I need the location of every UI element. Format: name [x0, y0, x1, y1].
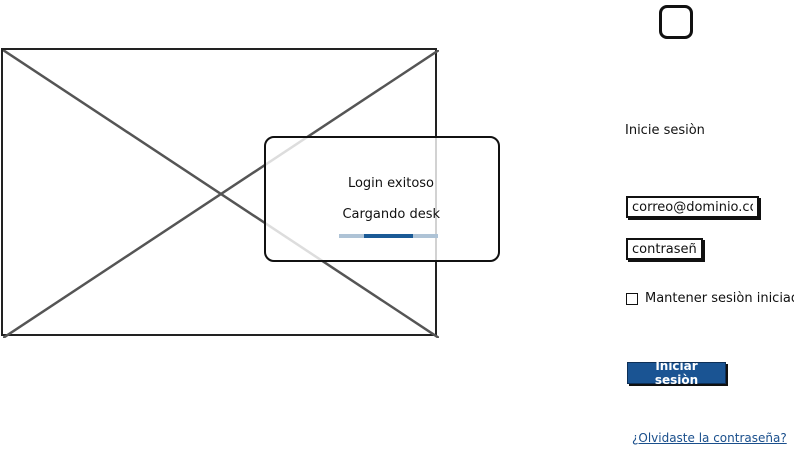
- modal-title: Login exitoso: [347, 176, 434, 191]
- remember-checkbox[interactable]: [626, 293, 638, 305]
- remember-label: Mantener sesiòn iniciada: [645, 291, 794, 306]
- progress-bar-fill: [363, 234, 414, 238]
- progress-bar: [339, 234, 438, 238]
- email-field[interactable]: [626, 196, 759, 218]
- login-success-modal: Login exitoso Cargando desk: [264, 136, 500, 262]
- login-button[interactable]: Iniciar sesiòn: [627, 359, 726, 387]
- loading-text: Cargando desk: [342, 207, 440, 222]
- login-heading: Inicie sesiòn: [625, 123, 705, 138]
- app-logo-icon: [659, 5, 693, 39]
- password-field[interactable]: [626, 238, 703, 260]
- forgot-password-link[interactable]: ¿Olvidaste la contraseña?: [632, 431, 787, 445]
- image-placeholder-icon: [3, 50, 439, 338]
